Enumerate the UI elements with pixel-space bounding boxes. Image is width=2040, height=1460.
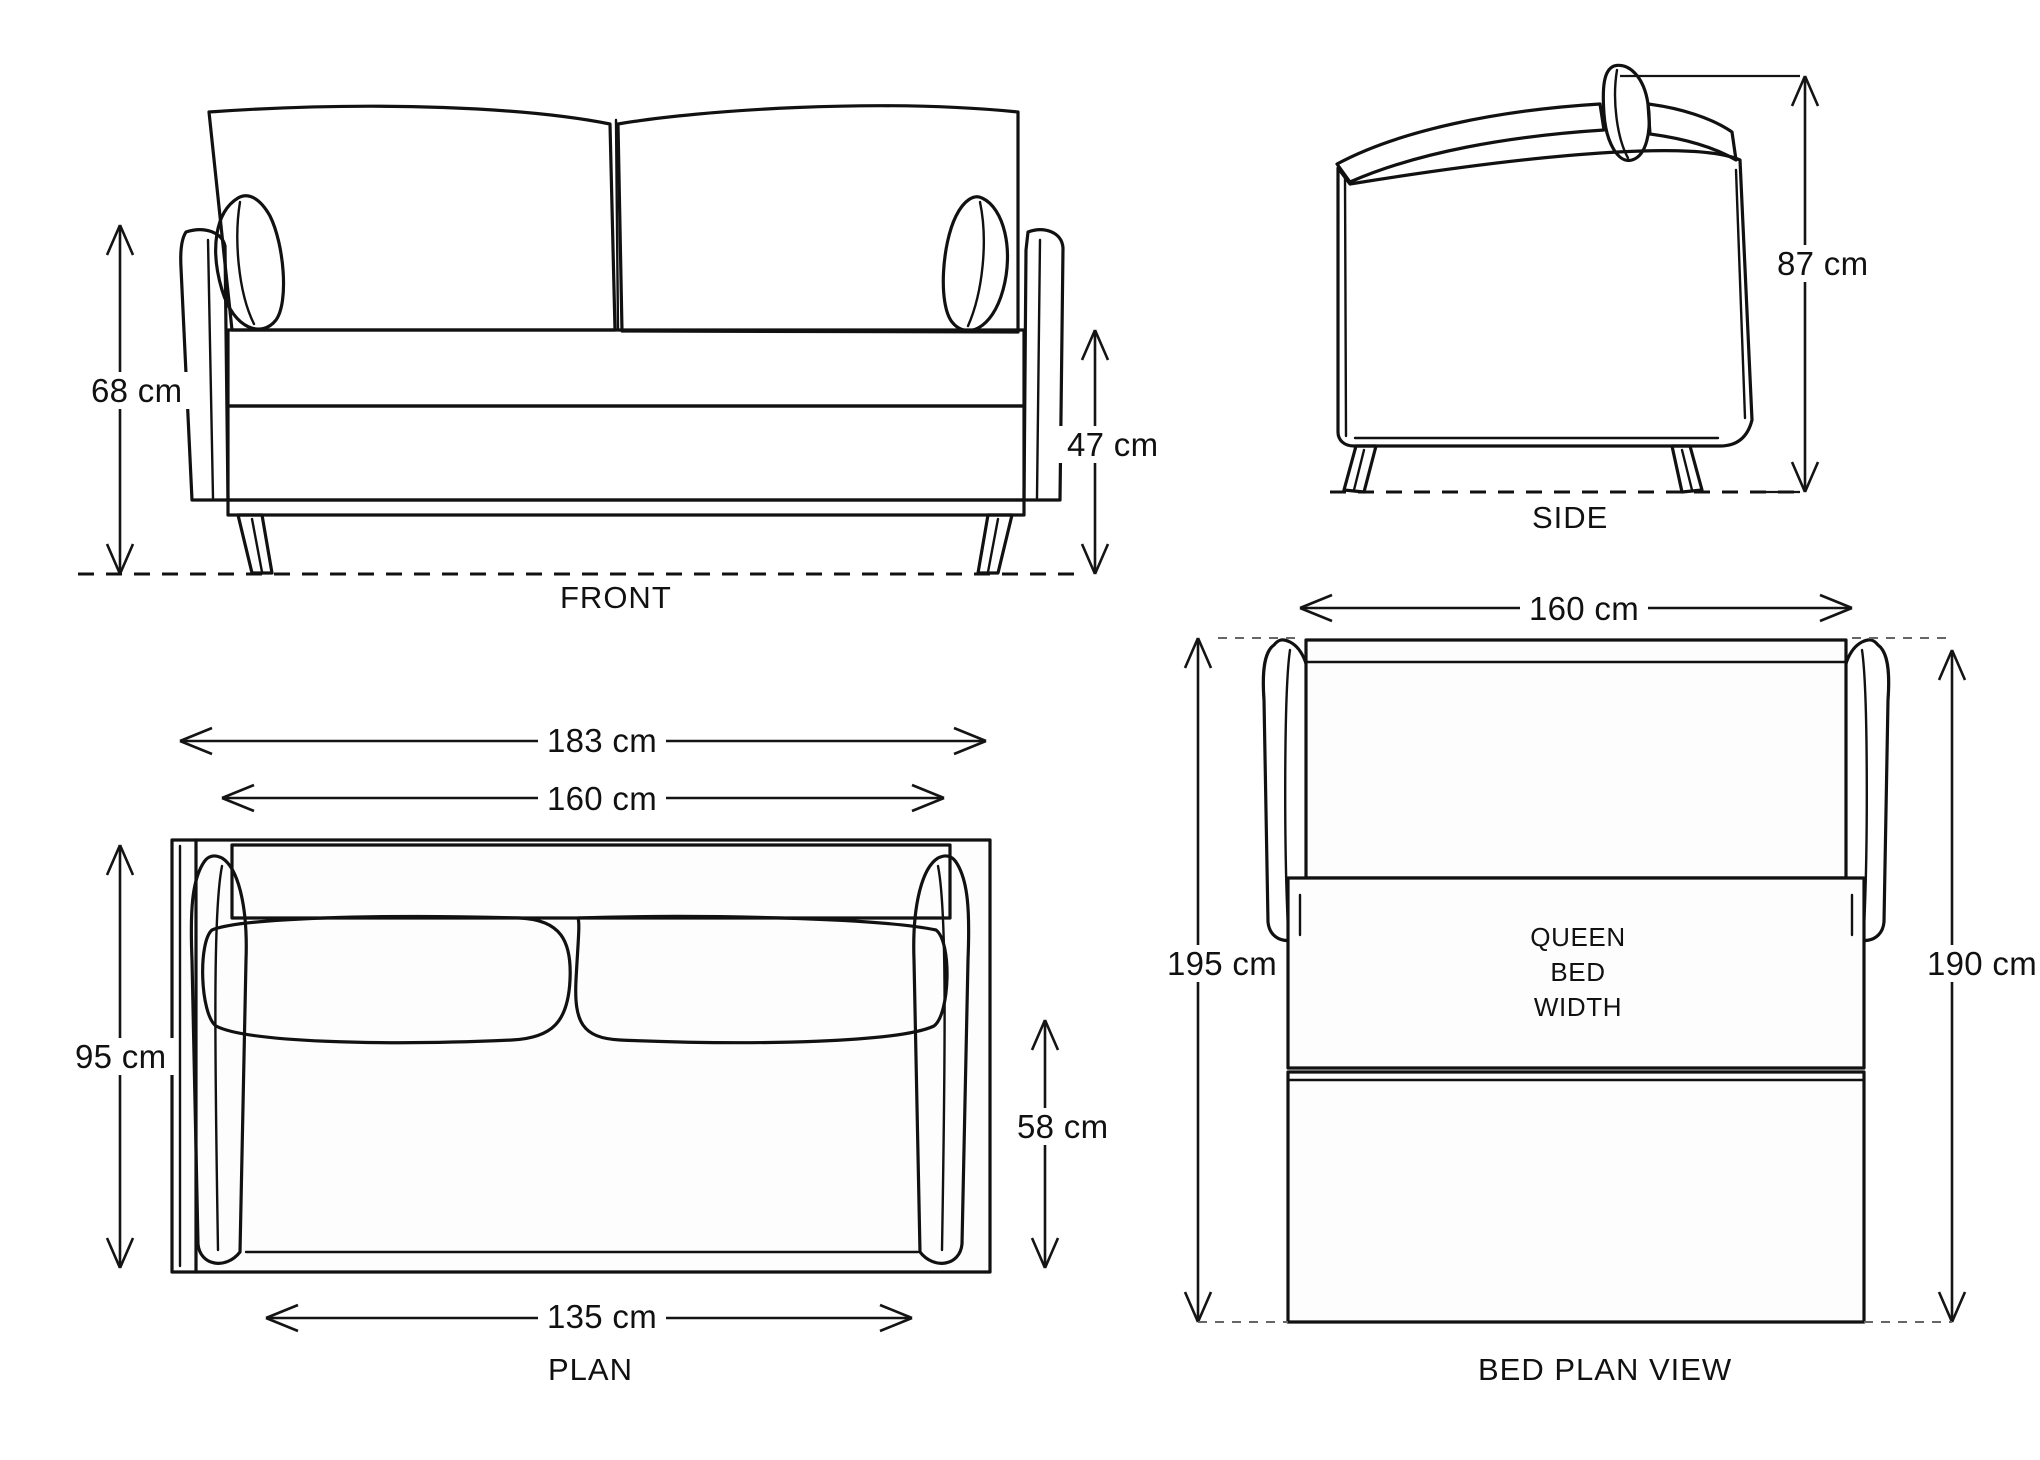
front-dim-68-label: 68 cm xyxy=(82,372,192,410)
bed-dim-190-label: 190 cm xyxy=(1918,945,2040,983)
bed-plan-view-geometry xyxy=(1261,638,1891,1324)
plan-dim-135-label: 135 cm xyxy=(538,1298,667,1336)
front-view-label: FRONT xyxy=(560,580,672,615)
bed-dim-190 xyxy=(1864,649,1967,1323)
queen-bed-width-note-line-3: WIDTH xyxy=(1533,992,1623,1023)
plan-view-geometry xyxy=(170,838,992,1274)
queen-bed-width-note-line-1: QUEEN xyxy=(1530,922,1626,952)
side-view-geometry xyxy=(1330,63,1795,494)
queen-bed-width-note: QUEEN BED WIDTH xyxy=(1498,920,1658,1025)
front-view-geometry xyxy=(78,104,1085,576)
plan-dim-183-label: 183 cm xyxy=(538,722,667,760)
front-dim-47-label: 47 cm xyxy=(1058,426,1168,464)
plan-dim-160-label: 160 cm xyxy=(538,780,667,818)
plan-dim-58-label: 58 cm xyxy=(1008,1108,1118,1146)
side-dim-87-label: 87 cm xyxy=(1768,245,1878,283)
queen-bed-width-note-line-2: BED xyxy=(1550,957,1606,988)
plan-dim-95-label: 95 cm xyxy=(66,1038,176,1076)
bed-dim-160-label: 160 cm xyxy=(1520,590,1649,628)
side-dim-87 xyxy=(1620,74,1820,494)
bed-dim-195-label: 195 cm xyxy=(1158,945,1287,983)
bed-plan-view-label: BED PLAN VIEW xyxy=(1478,1352,1733,1387)
plan-view-label: PLAN xyxy=(548,1352,633,1387)
side-view-label: SIDE xyxy=(1532,500,1609,535)
